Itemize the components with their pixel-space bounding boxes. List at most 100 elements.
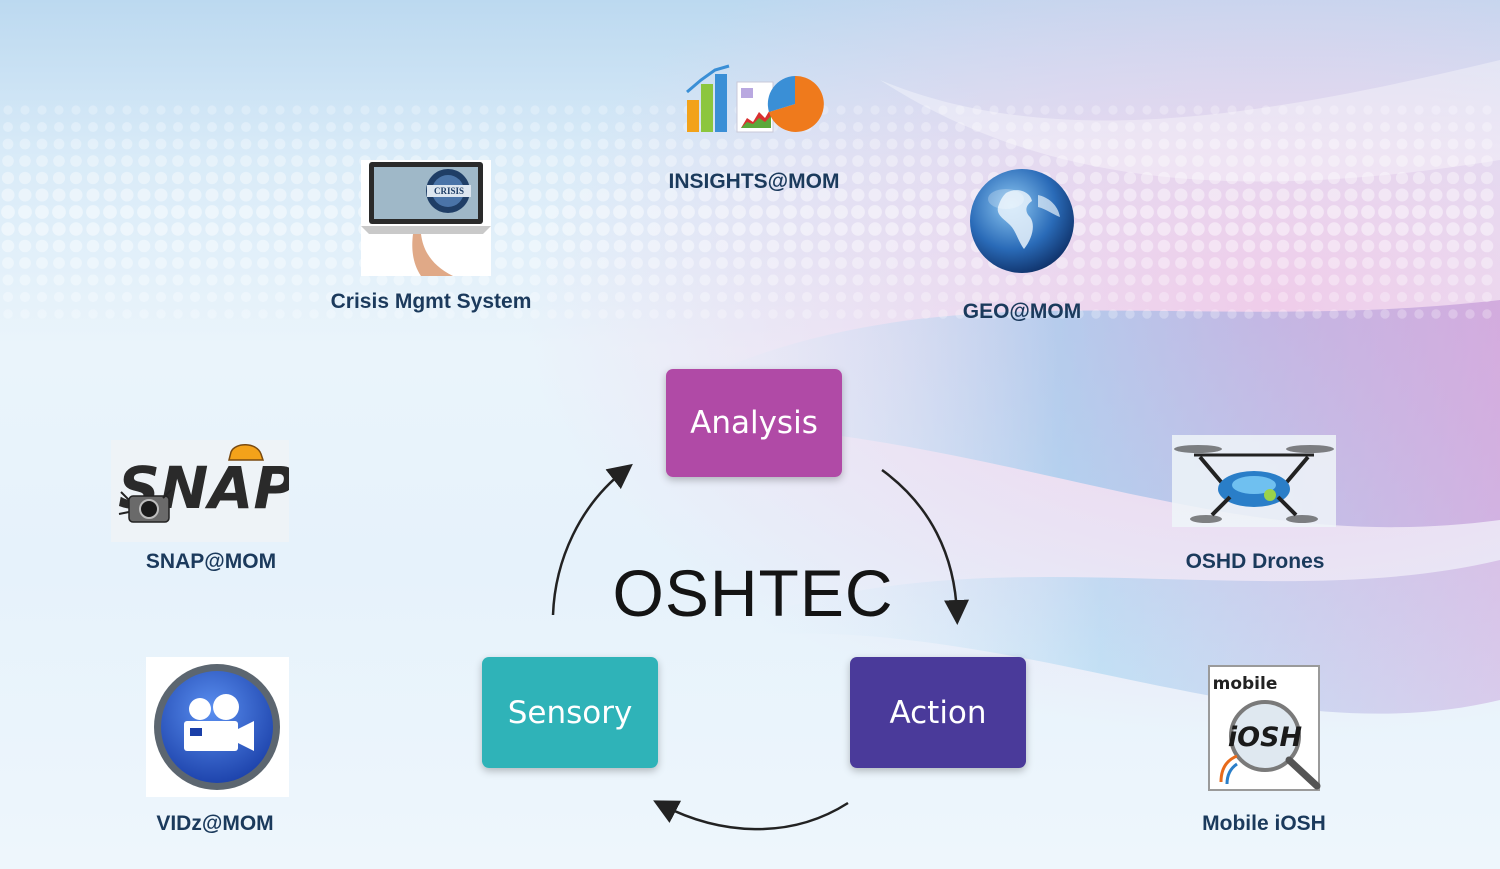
background-dot — [801, 291, 813, 303]
background-dot — [596, 205, 610, 219]
background-dot — [1344, 222, 1358, 236]
background-dot — [1481, 155, 1493, 167]
background-dot — [19, 155, 31, 167]
background-dot — [1174, 171, 1188, 185]
background-dot — [1397, 122, 1407, 132]
background-dot — [1124, 257, 1136, 269]
background-dot — [19, 291, 31, 303]
background-dot — [853, 309, 863, 319]
background-dot — [937, 155, 949, 167]
background-dot — [189, 155, 201, 167]
background-dot — [427, 274, 439, 286]
background-dot — [240, 155, 252, 167]
background-dot — [205, 222, 219, 236]
background-dot — [18, 171, 32, 185]
background-dot — [1056, 291, 1068, 303]
background-dot — [87, 274, 99, 286]
background-dot — [273, 205, 287, 219]
background-dot — [341, 188, 355, 202]
background-dot — [1142, 122, 1152, 132]
background-dot — [699, 291, 711, 303]
background-dot — [547, 105, 557, 115]
background-dot — [852, 291, 864, 303]
background-dot — [649, 122, 659, 132]
background-dot — [632, 122, 642, 132]
background-dot — [1242, 171, 1256, 185]
background-dot — [1463, 171, 1477, 185]
background-dot — [1191, 205, 1205, 219]
background-dot — [903, 155, 915, 167]
background-dot — [1413, 138, 1425, 150]
background-dot — [1089, 205, 1103, 219]
background-dot — [749, 171, 763, 185]
background-dot — [1174, 205, 1188, 219]
background-dot — [1158, 155, 1170, 167]
background-dot — [1380, 309, 1390, 319]
background-dot — [613, 171, 627, 185]
background-dot — [1141, 155, 1153, 167]
background-dot — [1277, 291, 1289, 303]
background-dot — [853, 122, 863, 132]
background-dot — [35, 188, 49, 202]
background-dot — [341, 239, 355, 253]
background-dot — [20, 309, 30, 319]
background-dot — [1039, 155, 1051, 167]
background-dot — [529, 155, 541, 167]
background-dot — [937, 274, 949, 286]
background-dot — [512, 291, 524, 303]
background-dot — [615, 122, 625, 132]
background-dot — [103, 171, 117, 185]
background-dot — [139, 122, 149, 132]
background-dot — [461, 291, 473, 303]
background-dot — [1073, 155, 1085, 167]
background-dot — [190, 105, 200, 115]
charts-icon — [686, 64, 824, 133]
background-dot — [1293, 222, 1307, 236]
background-dot — [1463, 205, 1477, 219]
background-dot — [632, 309, 642, 319]
background-dot — [716, 155, 728, 167]
background-dot — [427, 291, 439, 303]
background-dot — [410, 274, 422, 286]
background-dot — [630, 239, 644, 253]
background-dot — [817, 239, 831, 253]
background-dot — [955, 105, 965, 115]
background-dot — [307, 171, 321, 185]
background-dot — [1311, 155, 1323, 167]
background-dot — [649, 105, 659, 115]
background-dot — [1395, 239, 1409, 253]
background-dot — [1072, 205, 1086, 219]
background-dot — [2, 257, 14, 269]
background-dot — [989, 105, 999, 115]
background-dot — [528, 222, 542, 236]
background-dot — [1242, 205, 1256, 219]
background-dot — [886, 257, 898, 269]
background-dot — [784, 138, 796, 150]
background-dot — [496, 105, 506, 115]
background-dot — [241, 122, 251, 132]
background-dot — [325, 291, 337, 303]
background-dot — [1141, 138, 1153, 150]
background-dot — [989, 309, 999, 319]
background-dot — [1056, 274, 1068, 286]
background-dot — [1158, 274, 1170, 286]
background-dot — [800, 222, 814, 236]
background-dot — [36, 155, 48, 167]
background-dot — [1, 188, 15, 202]
background-dot — [3, 105, 13, 115]
background-dot — [800, 188, 814, 202]
background-dot — [376, 291, 388, 303]
background-dot — [121, 155, 133, 167]
background-dot — [1227, 309, 1237, 319]
background-dot — [1141, 257, 1153, 269]
background-dot — [103, 239, 117, 253]
background-dot — [681, 171, 695, 185]
background-dot — [188, 205, 202, 219]
action-box: Action — [850, 657, 1026, 768]
background-dot — [240, 291, 252, 303]
background-dot — [920, 257, 932, 269]
background-dot — [766, 222, 780, 236]
background-dot — [580, 291, 592, 303]
background-dot — [1413, 257, 1425, 269]
background-dot — [666, 309, 676, 319]
